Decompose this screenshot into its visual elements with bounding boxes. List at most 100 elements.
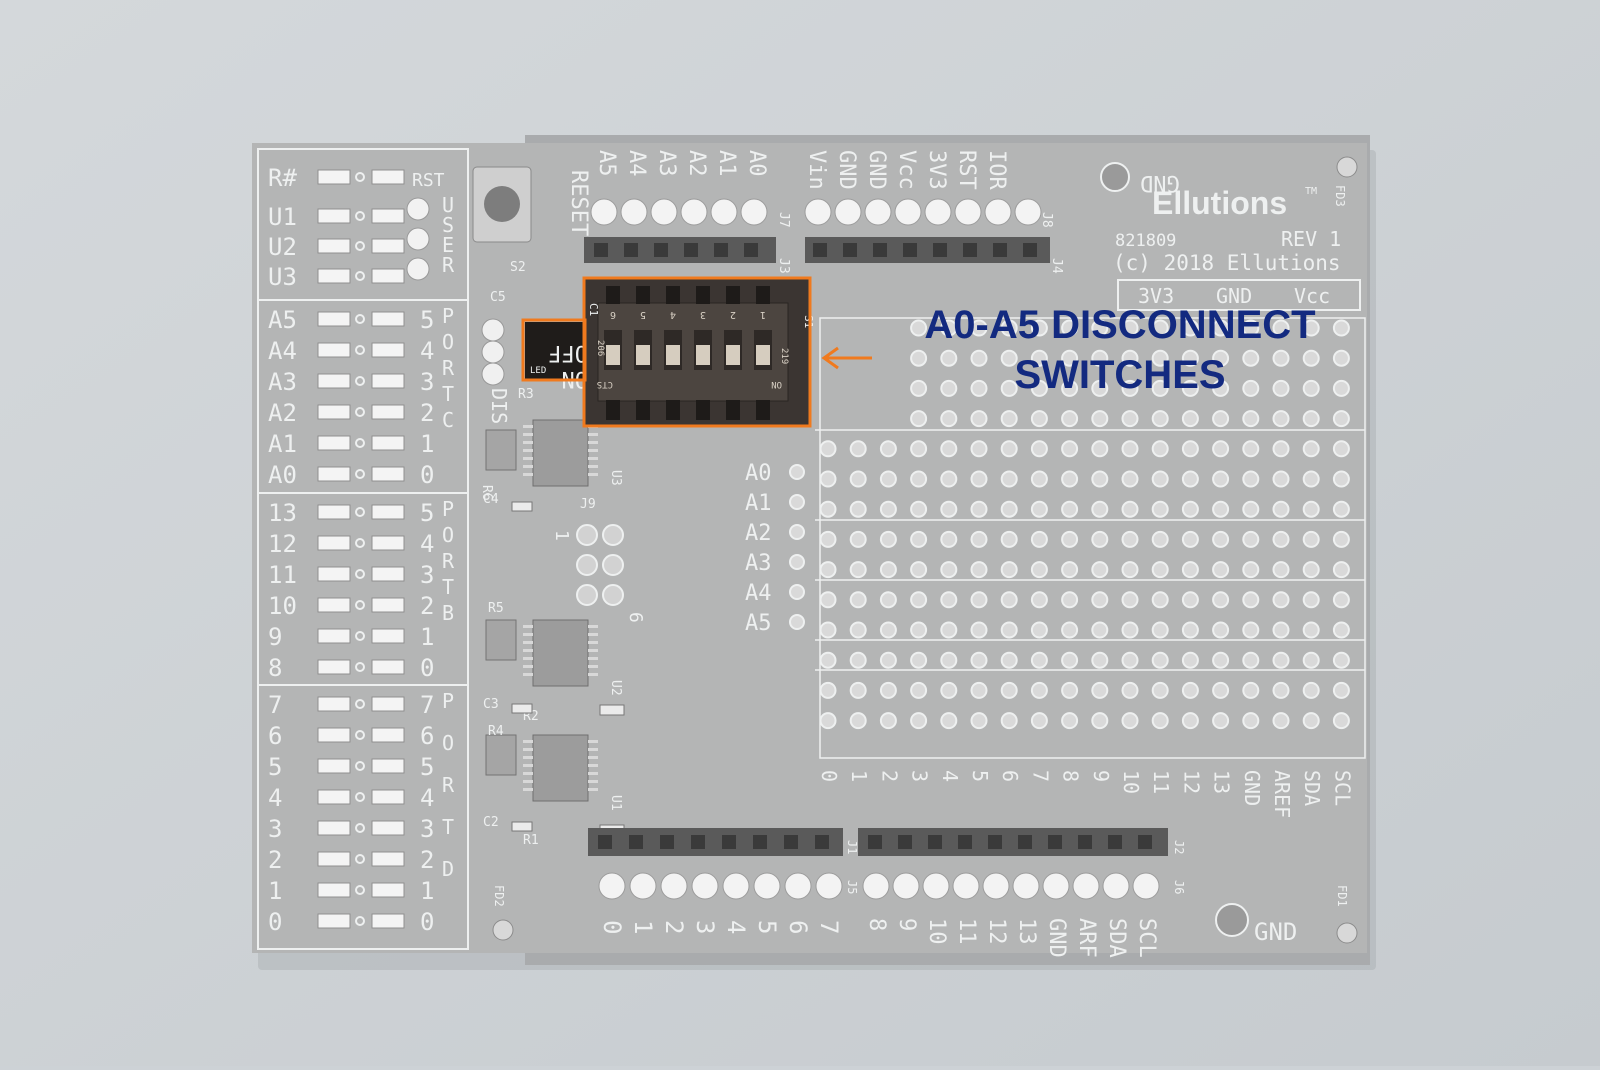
dip-knob bbox=[606, 345, 620, 365]
proto-column-label: 12 bbox=[1179, 770, 1203, 794]
resistor-chip bbox=[371, 268, 405, 284]
ic-pin bbox=[523, 441, 533, 444]
header-pin-white bbox=[834, 198, 862, 226]
proto-hole bbox=[1302, 410, 1320, 428]
proto-hole bbox=[1091, 349, 1109, 367]
ic-chip-u2 bbox=[532, 619, 589, 687]
via bbox=[355, 407, 365, 417]
led-row-label-right: 5 bbox=[420, 306, 434, 334]
ic-pin bbox=[588, 633, 598, 636]
proto-hole bbox=[940, 410, 958, 428]
proto-hole bbox=[1091, 681, 1109, 699]
proto-hole bbox=[1000, 561, 1018, 579]
proto-column-label: 1 bbox=[847, 770, 871, 782]
led-row-label-left: A4 bbox=[268, 337, 297, 365]
fiducial-fd1 bbox=[1336, 922, 1358, 944]
header-pin-white bbox=[722, 872, 750, 900]
led-row-label-left: 5 bbox=[268, 753, 282, 781]
label-r5: R5 bbox=[488, 601, 504, 616]
via bbox=[355, 792, 365, 802]
led-row-label-left: 12 bbox=[268, 530, 297, 558]
header-socket bbox=[958, 835, 972, 849]
proto-hole bbox=[1242, 561, 1260, 579]
proto-hole bbox=[1121, 561, 1139, 579]
led-group-side-letter: C bbox=[442, 408, 454, 432]
led-group-side-letter: R bbox=[442, 773, 455, 797]
j9-pin bbox=[602, 554, 624, 576]
ic-pin bbox=[523, 641, 533, 644]
proto-hole bbox=[1272, 349, 1290, 367]
label-j9-one: 1 bbox=[551, 530, 572, 541]
dip-number: 3 bbox=[700, 309, 706, 320]
header-socket bbox=[784, 835, 798, 849]
proto-hole bbox=[970, 470, 988, 488]
proto-hole bbox=[1181, 561, 1199, 579]
proto-hole bbox=[1242, 440, 1260, 458]
header-socket bbox=[1048, 835, 1062, 849]
label-c5: C5 bbox=[490, 290, 506, 305]
proto-hole bbox=[1332, 319, 1350, 337]
bottom-digital-label: 5 bbox=[753, 920, 781, 934]
proto-hole bbox=[1302, 681, 1320, 699]
proto-hole bbox=[1181, 681, 1199, 699]
analog-via bbox=[789, 584, 805, 600]
proto-hole bbox=[1151, 349, 1169, 367]
header-pin-white bbox=[984, 198, 1012, 226]
bottom-digital-label: 3 bbox=[691, 920, 719, 934]
bottom-digital-label: 7 bbox=[815, 920, 843, 934]
label-s2: S2 bbox=[510, 260, 526, 275]
led-row-label-left: U1 bbox=[268, 203, 297, 231]
proto-hole bbox=[1091, 651, 1109, 669]
proto-hole bbox=[910, 712, 928, 730]
proto-hole bbox=[819, 621, 837, 639]
proto-hole bbox=[940, 651, 958, 669]
led-group-side-letter: T bbox=[442, 575, 454, 599]
resistor-chip bbox=[371, 659, 405, 675]
led-row-label-left: A2 bbox=[268, 399, 297, 427]
proto-hole bbox=[1332, 712, 1350, 730]
proto-hole bbox=[910, 349, 928, 367]
proto-hole bbox=[970, 681, 988, 699]
proto-hole bbox=[1030, 651, 1048, 669]
header-socket bbox=[691, 835, 705, 849]
proto-hole bbox=[1181, 500, 1199, 518]
bottom-header-label: ARF bbox=[1074, 918, 1099, 958]
label-c4: C4 bbox=[483, 492, 499, 507]
proto-hole bbox=[1212, 410, 1230, 428]
led-row-label-left: U2 bbox=[268, 233, 297, 261]
led-row-label-left: 9 bbox=[268, 623, 282, 651]
power-rail-label: 3V3 bbox=[1138, 284, 1174, 308]
led-row-label-left: 6 bbox=[268, 722, 282, 750]
proto-hole bbox=[1332, 530, 1350, 548]
led-group-side-letter: D bbox=[442, 857, 454, 881]
proto-hole bbox=[849, 621, 867, 639]
ic-chip-u1 bbox=[532, 734, 589, 802]
proto-hole bbox=[1181, 530, 1199, 548]
dip-knob bbox=[696, 345, 710, 365]
led-row-label-right: 4 bbox=[420, 530, 434, 558]
header-socket bbox=[933, 243, 947, 257]
proto-hole bbox=[1061, 500, 1079, 518]
proto-hole bbox=[1302, 379, 1320, 397]
led-row-label-left: 8 bbox=[268, 654, 282, 682]
proto-hole bbox=[970, 319, 988, 337]
top-power-label: Vcc bbox=[894, 150, 919, 190]
gnd-top-hole bbox=[1100, 162, 1130, 192]
proto-hole bbox=[1302, 470, 1320, 488]
label-u3: U3 bbox=[608, 470, 623, 486]
proto-column-label: 4 bbox=[938, 770, 962, 782]
dis-jumper-pin bbox=[481, 318, 505, 342]
proto-hole bbox=[1181, 440, 1199, 458]
proto-hole bbox=[970, 410, 988, 428]
ic-pin bbox=[588, 788, 598, 791]
label-r3: R3 bbox=[518, 387, 534, 402]
proto-hole bbox=[1212, 500, 1230, 518]
proto-hole bbox=[1030, 621, 1048, 639]
proto-hole bbox=[1212, 681, 1230, 699]
ic-pin bbox=[523, 457, 533, 460]
ic-pin bbox=[588, 772, 598, 775]
proto-hole bbox=[1151, 561, 1169, 579]
dip-knob bbox=[636, 345, 650, 365]
via bbox=[355, 761, 365, 771]
led-row-label-right: 2 bbox=[420, 399, 434, 427]
